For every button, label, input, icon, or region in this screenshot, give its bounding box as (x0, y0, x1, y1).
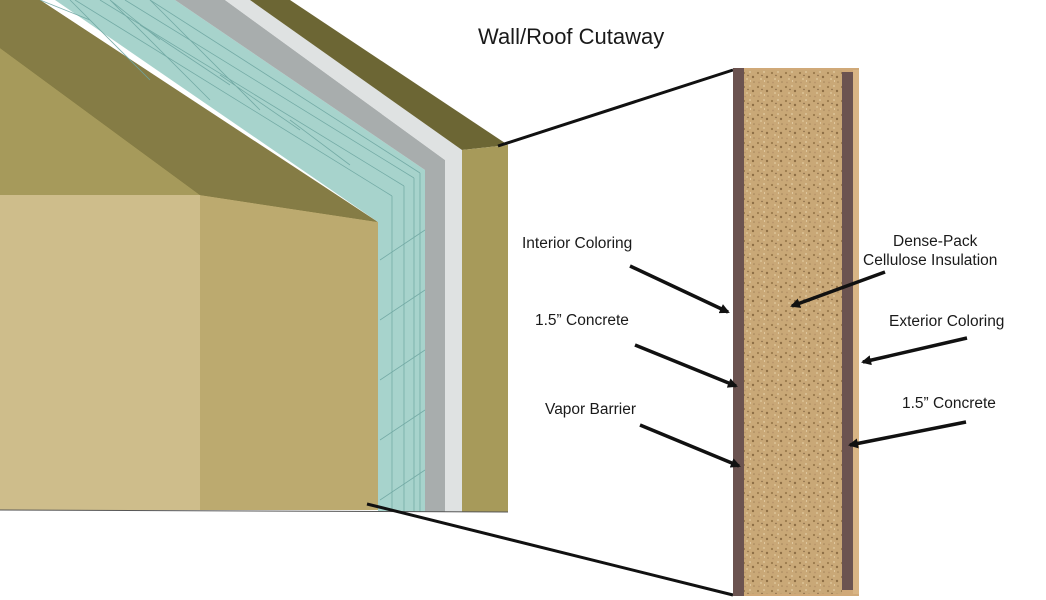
label-vapor-barrier: Vapor Barrier (545, 401, 636, 418)
insulation-grid (39, 0, 426, 512)
arrow-exterior-coloring (861, 336, 968, 366)
label-concrete-outer: 1.5” Concrete (902, 395, 996, 412)
outer-wall-face (462, 145, 508, 512)
interior-wall-right (200, 195, 378, 510)
arrow-concrete-inner (634, 343, 738, 388)
exterior-concrete-board (842, 72, 853, 590)
zoom-lines (366, 68, 734, 597)
interior-wall-left (0, 195, 200, 510)
diagram-title: Wall/Roof Cutaway (478, 24, 664, 49)
callout-arrows (629, 264, 968, 468)
label-exterior-coloring: Exterior Coloring (889, 313, 1004, 330)
arrow-insulation (790, 270, 886, 308)
ceiling-slope (0, 0, 378, 222)
concrete-band (175, 0, 445, 512)
exterior-coloring-strip (853, 70, 859, 594)
concrete-light-band (225, 0, 462, 512)
label-concrete-inner: 1.5” Concrete (535, 312, 629, 329)
arrow-concrete-outer (848, 420, 967, 449)
cutaway-3d (0, 0, 509, 513)
arrow-vapor-barrier (639, 423, 741, 468)
cellulose-insulation (744, 70, 842, 594)
label-insulation-line1: Dense-Pack (893, 233, 978, 250)
label-interior-coloring: Interior Coloring (522, 235, 632, 252)
label-insulation-line2: Cellulose Insulation (863, 252, 997, 269)
arrow-interior-coloring (629, 264, 730, 314)
interior-concrete-board (733, 68, 744, 596)
roof-edge (250, 0, 508, 150)
wall-section (733, 68, 859, 596)
